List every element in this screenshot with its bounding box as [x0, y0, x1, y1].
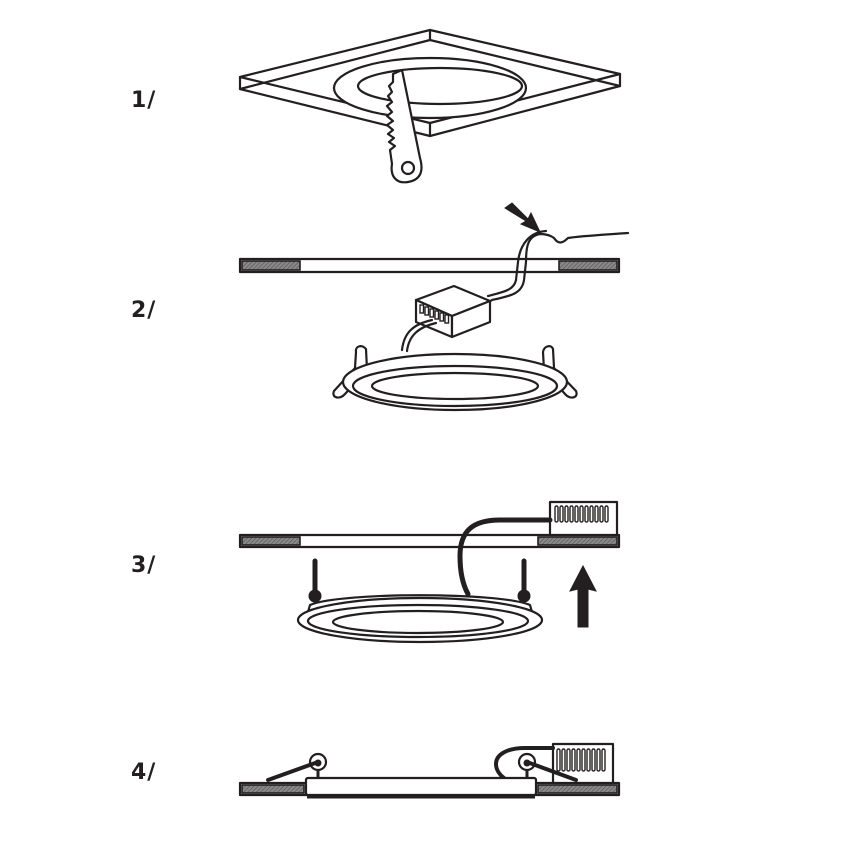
downlight [296, 594, 544, 644]
step-2-label: 2/ [131, 298, 157, 323]
arrow-pointing-to-connection [504, 202, 542, 233]
ceiling-panel [238, 28, 622, 138]
downlight-installed [304, 776, 538, 799]
driver-box [551, 742, 615, 785]
step-3-illustration [238, 500, 621, 644]
connection-cable [493, 746, 555, 780]
step-1-label: 1/ [131, 88, 157, 113]
step-4-illustration [238, 742, 621, 799]
driver-output-cable [400, 318, 438, 353]
driver-box [414, 284, 492, 339]
ceiling-section [238, 257, 621, 274]
step-3-label: 3/ [131, 553, 157, 578]
ceiling-section [238, 533, 621, 549]
connection-cable [457, 517, 553, 597]
step-1-illustration [238, 28, 622, 184]
downlight-with-clips [332, 345, 578, 412]
step-4-label: 4/ [131, 760, 157, 785]
mains-cable [484, 229, 630, 306]
spring-clips-engaged [266, 752, 578, 782]
step-2-illustration [238, 202, 630, 412]
spring-clips-folded-up [308, 558, 531, 603]
driver-box [548, 500, 619, 537]
jigsaw-blade-icon [385, 68, 423, 184]
up-arrow-icon [569, 564, 597, 628]
